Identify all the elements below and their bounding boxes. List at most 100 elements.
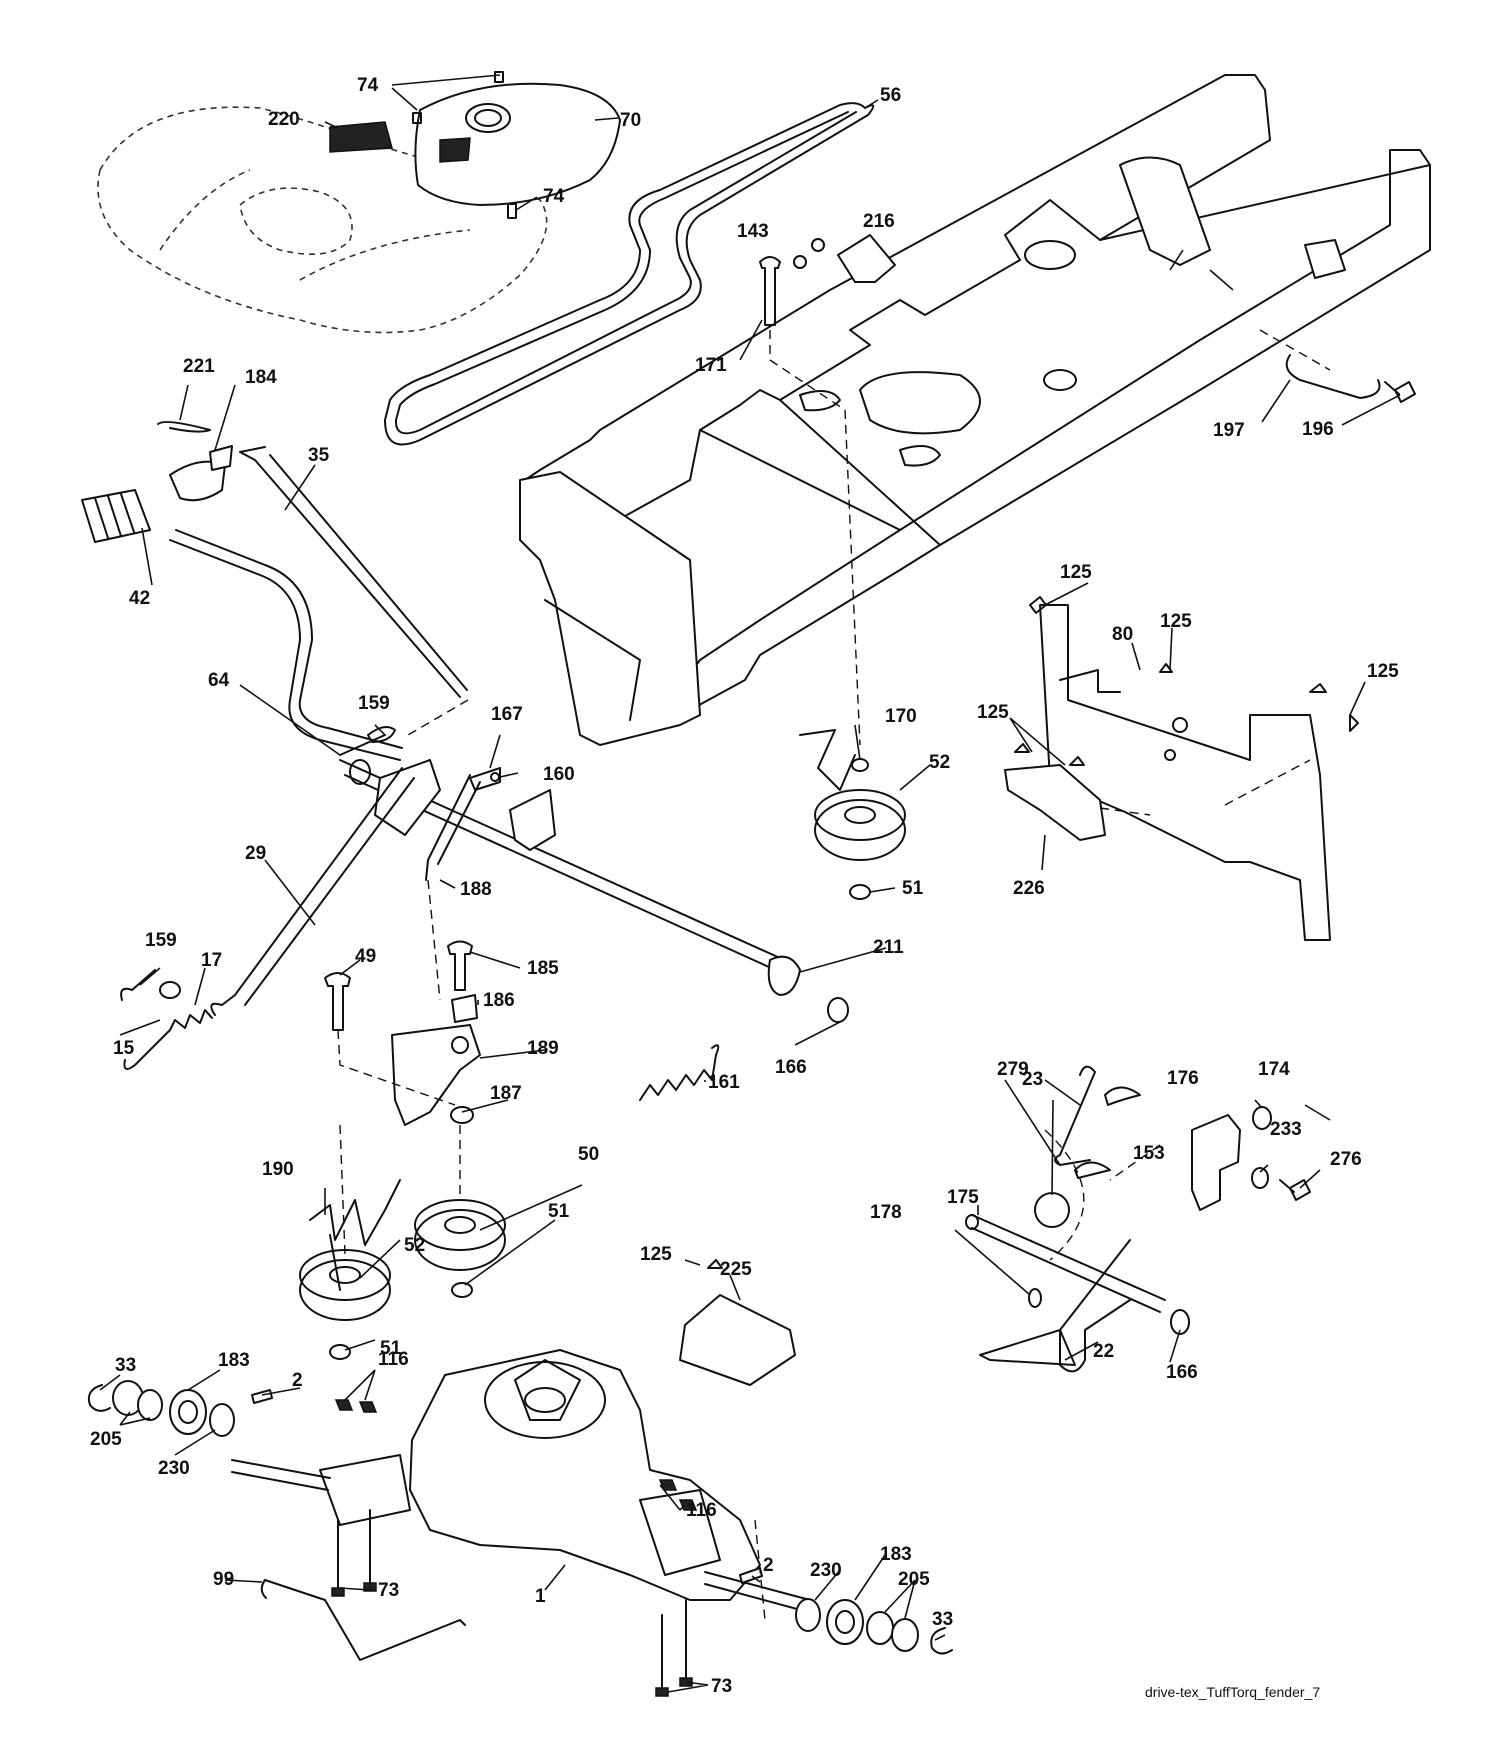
callout-label: 49 <box>355 946 376 967</box>
callout-label: 143 <box>737 221 769 242</box>
callout-label: 50 <box>578 1144 599 1165</box>
callout-label: 125 <box>1060 562 1092 583</box>
part-216-bracket <box>793 234 896 283</box>
part-right-axle <box>704 1571 811 1613</box>
callout-label: 74 <box>357 75 379 96</box>
part-64-lever <box>169 529 403 761</box>
callout-label: 188 <box>460 879 492 900</box>
callout-label: 51 <box>902 878 924 899</box>
callout-label: 42 <box>129 588 150 609</box>
tractor-frame-chassis <box>519 74 1431 746</box>
callout-label: 170 <box>885 706 917 727</box>
part-166-washer-lower <box>1170 1309 1190 1335</box>
part-116-nuts-upper <box>334 1399 378 1413</box>
part-99-rod <box>260 1579 466 1661</box>
callout-label: 73 <box>378 1580 399 1601</box>
part-51-nuts <box>329 884 871 1360</box>
part-166-washer-upper <box>827 997 849 1023</box>
callout-label: 190 <box>262 1159 294 1180</box>
part-52-pulley-lower <box>299 1249 391 1321</box>
part-183-bushing-right <box>826 1599 864 1645</box>
part-153-clips <box>1074 1086 1141 1179</box>
part-74-screws <box>412 71 517 219</box>
part-17-spring <box>123 1009 213 1070</box>
callout-label: 276 <box>1330 1149 1362 1170</box>
part-29-rod <box>210 767 415 1016</box>
callout-label: 99 <box>213 1569 234 1590</box>
callout-label: 2 <box>763 1555 774 1576</box>
callout-label: 225 <box>720 1259 752 1280</box>
part-171-carriage-bolt <box>759 256 781 326</box>
callout-label: 184 <box>245 367 277 388</box>
callout-label: 159 <box>358 693 390 714</box>
callout-label: 52 <box>929 752 950 773</box>
part-cross-shaft <box>339 759 781 973</box>
fender-ghost-outline <box>97 106 548 334</box>
part-1-transaxle <box>319 1349 761 1601</box>
callout-label: 196 <box>1302 419 1334 440</box>
part-left-axle <box>231 1459 331 1491</box>
callout-label: 230 <box>810 1560 842 1581</box>
part-183-bushing-left <box>169 1389 207 1435</box>
part-22-pedal <box>979 1239 1131 1373</box>
part-2-key-left <box>251 1389 273 1404</box>
callout-label: 35 <box>308 445 330 466</box>
part-2-key-right <box>739 1567 763 1584</box>
callout-label: 160 <box>543 764 575 785</box>
part-211-bushing <box>767 955 801 996</box>
part-52-pulley-upper <box>814 789 906 861</box>
part-80-bracket <box>1039 604 1331 941</box>
callout-label: 205 <box>90 1429 122 1450</box>
part-188-rod <box>425 774 481 881</box>
callout-label: 211 <box>873 937 904 958</box>
callout-label: 116 <box>378 1349 409 1370</box>
callout-label: 159 <box>145 930 177 951</box>
part-220-label-plate <box>329 121 393 153</box>
callout-label: 186 <box>483 990 515 1011</box>
callout-label: 64 <box>208 670 230 691</box>
callout-label: 1 <box>535 1586 546 1607</box>
callout-label: 33 <box>932 1609 953 1630</box>
callout-label: 279 <box>997 1059 1029 1080</box>
part-176-bracket <box>1191 1114 1241 1211</box>
callout-label: 221 <box>183 356 215 377</box>
part-42-grip <box>81 489 151 543</box>
part-175-shaft <box>965 1214 1166 1313</box>
figure-id-caption: drive-tex_TuffTorq_fender_7 <box>1145 1684 1320 1700</box>
callout-label: 70 <box>620 110 641 131</box>
part-15-washer <box>159 981 181 999</box>
callout-label: 15 <box>113 1038 135 1059</box>
part-73-bolts <box>331 1509 693 1697</box>
callout-label: 29 <box>245 843 266 864</box>
callout-label: 183 <box>880 1544 912 1565</box>
part-170-spring <box>799 729 856 791</box>
callout-label: 178 <box>870 1202 902 1223</box>
part-33-retaining-ring-left <box>87 1384 111 1412</box>
callout-label: 56 <box>880 85 901 106</box>
callout-label: 197 <box>1213 420 1245 441</box>
callout-label: 116 <box>686 1500 717 1521</box>
callout-label: 189 <box>527 1038 559 1059</box>
part-205-washers-left <box>112 1380 163 1421</box>
callout-label: 125 <box>977 702 1009 723</box>
leader-lines <box>99 74 1401 1693</box>
part-189-idler-arm <box>391 1024 481 1126</box>
part-50-pulley <box>414 1199 506 1271</box>
part-184-knob <box>169 445 233 502</box>
callout-label: 2 <box>292 1370 303 1391</box>
part-186-spacer <box>451 994 478 1023</box>
part-56-drive-belt <box>384 102 875 446</box>
callout-label: 183 <box>218 1350 250 1371</box>
callout-label: 171 <box>695 355 727 376</box>
part-196-bolt <box>1384 381 1416 403</box>
part-230-washer-left <box>209 1403 235 1437</box>
callout-label: 80 <box>1112 624 1133 645</box>
callout-label: 220 <box>268 109 300 130</box>
callout-label: 233 <box>1270 1119 1302 1140</box>
callout-label: 226 <box>1013 878 1045 899</box>
part-230-washer-right <box>795 1598 821 1632</box>
callout-label: 230 <box>158 1458 190 1479</box>
callout-label: 51 <box>380 1338 402 1359</box>
callout-label: 166 <box>775 1057 807 1078</box>
callout-label: 185 <box>527 958 559 979</box>
